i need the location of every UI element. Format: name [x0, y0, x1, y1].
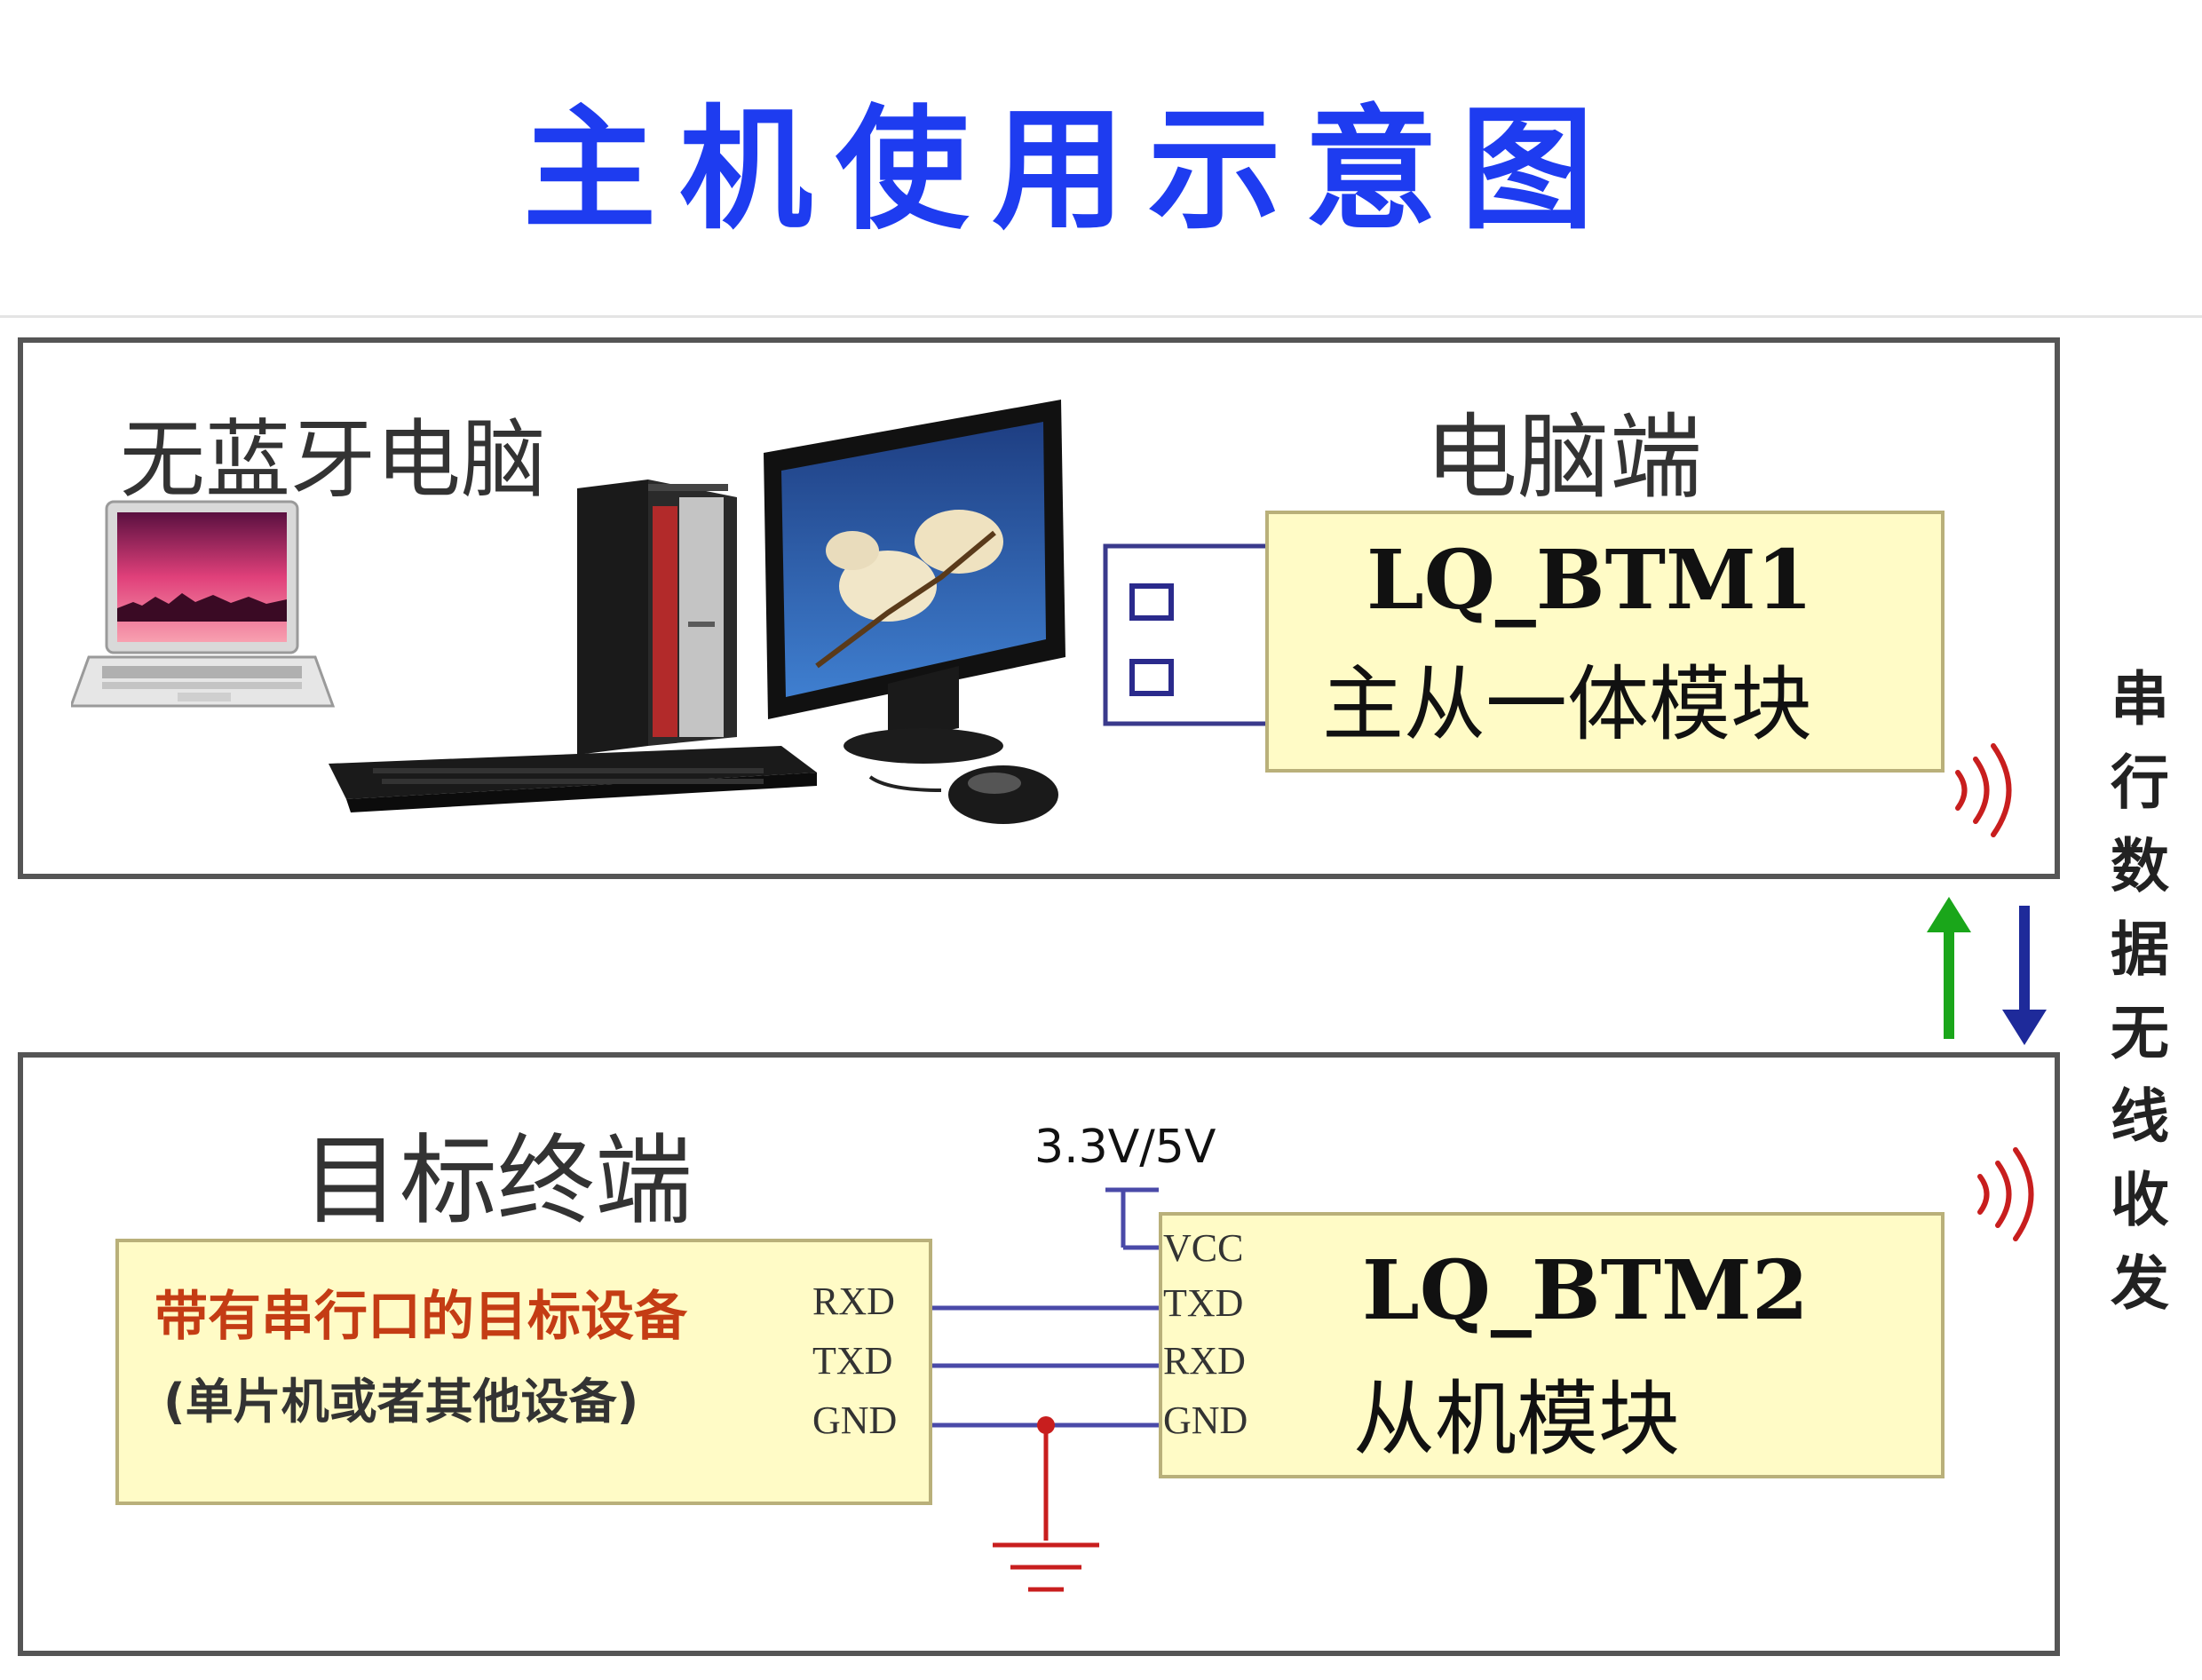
ground-symbol-icon — [993, 1545, 1099, 1589]
wireless-signal-icon — [1967, 1141, 2047, 1248]
